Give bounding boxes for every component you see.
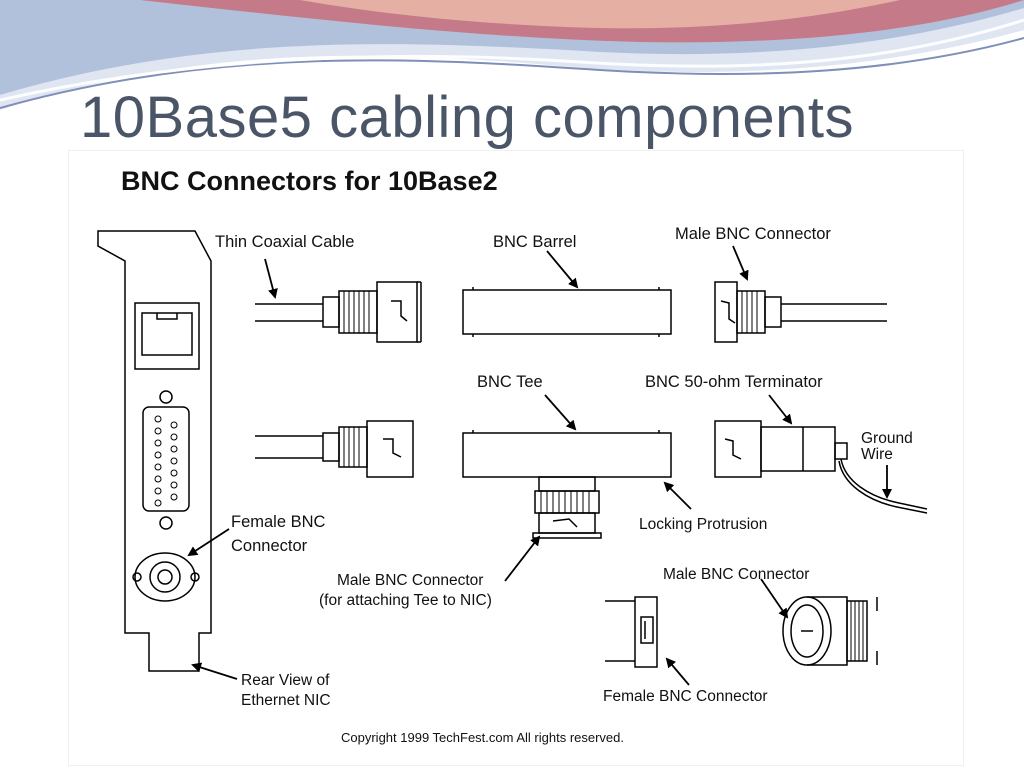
slide-title: 10Base5 cabling components bbox=[80, 85, 854, 150]
thin-coax-cable-connector bbox=[255, 281, 422, 343]
male-bnc-connector-bottom bbox=[782, 596, 878, 666]
label-thin-coax-cable: Thin Coaxial Cable bbox=[215, 233, 355, 251]
header-swoosh-decoration bbox=[0, 0, 1024, 110]
label-male-bnc-bottom: Male BNC Connector bbox=[663, 566, 810, 583]
label-bnc-tee: BNC Tee bbox=[477, 373, 543, 391]
label-rear-view-1: Rear View of bbox=[241, 672, 330, 689]
arrow-terminator bbox=[768, 394, 793, 425]
label-locking-protrusion: Locking Protrusion bbox=[639, 516, 768, 533]
figure-copyright: Copyright 1999 TechFest.com All rights r… bbox=[341, 730, 625, 745]
bnc-tee bbox=[462, 430, 672, 539]
figure-heading: BNC Connectors for 10Base2 bbox=[121, 166, 498, 196]
label-male-bnc-tee-1: Male BNC Connector bbox=[337, 572, 484, 589]
label-wire: Wire bbox=[861, 446, 893, 463]
arrow-thin-coax bbox=[264, 258, 278, 299]
ground-wire bbox=[840, 458, 928, 510]
nic-rj45-port bbox=[134, 302, 200, 370]
label-terminator: BNC 50-ohm Terminator bbox=[645, 373, 823, 391]
label-female-bnc-1: Female BNC bbox=[231, 513, 326, 531]
arrow-locking bbox=[663, 481, 692, 510]
label-female-bnc-2: Connector bbox=[231, 537, 308, 555]
label-rear-view-2: Ethernet NIC bbox=[241, 692, 331, 709]
label-male-bnc-top: Male BNC Connector bbox=[675, 225, 831, 243]
connector-diagram-drawing bbox=[97, 230, 928, 686]
label-bnc-barrel: BNC Barrel bbox=[493, 233, 577, 251]
arrow-male-tee bbox=[504, 535, 541, 582]
nic-female-bnc-connector bbox=[132, 552, 200, 602]
arrow-rear-view bbox=[191, 662, 238, 680]
male-bnc-connector-top bbox=[714, 281, 887, 343]
female-bnc-connector-bottom bbox=[605, 596, 658, 668]
bnc-connectors-figure: BNC Connectors for 10Base2 Thin Coaxial … bbox=[68, 150, 964, 766]
label-female-bnc-bottom: Female BNC Connector bbox=[603, 688, 768, 705]
arrow-female-nic bbox=[187, 528, 230, 557]
arrow-male-bottom bbox=[760, 578, 789, 619]
label-male-bnc-tee-2: (for attaching Tee to NIC) bbox=[319, 592, 492, 609]
nic-db15-port bbox=[142, 406, 190, 512]
arrow-tee bbox=[544, 394, 577, 431]
bnc-barrel bbox=[462, 287, 672, 337]
arrow-female-bottom bbox=[665, 657, 690, 686]
arrow-barrel bbox=[546, 250, 579, 289]
coax-cable-connector-row2 bbox=[255, 420, 414, 478]
label-ground: Ground bbox=[861, 430, 913, 447]
bnc-50-ohm-terminator bbox=[714, 420, 848, 478]
arrow-male-top bbox=[732, 245, 749, 281]
nic-bracket-outline bbox=[97, 230, 212, 672]
